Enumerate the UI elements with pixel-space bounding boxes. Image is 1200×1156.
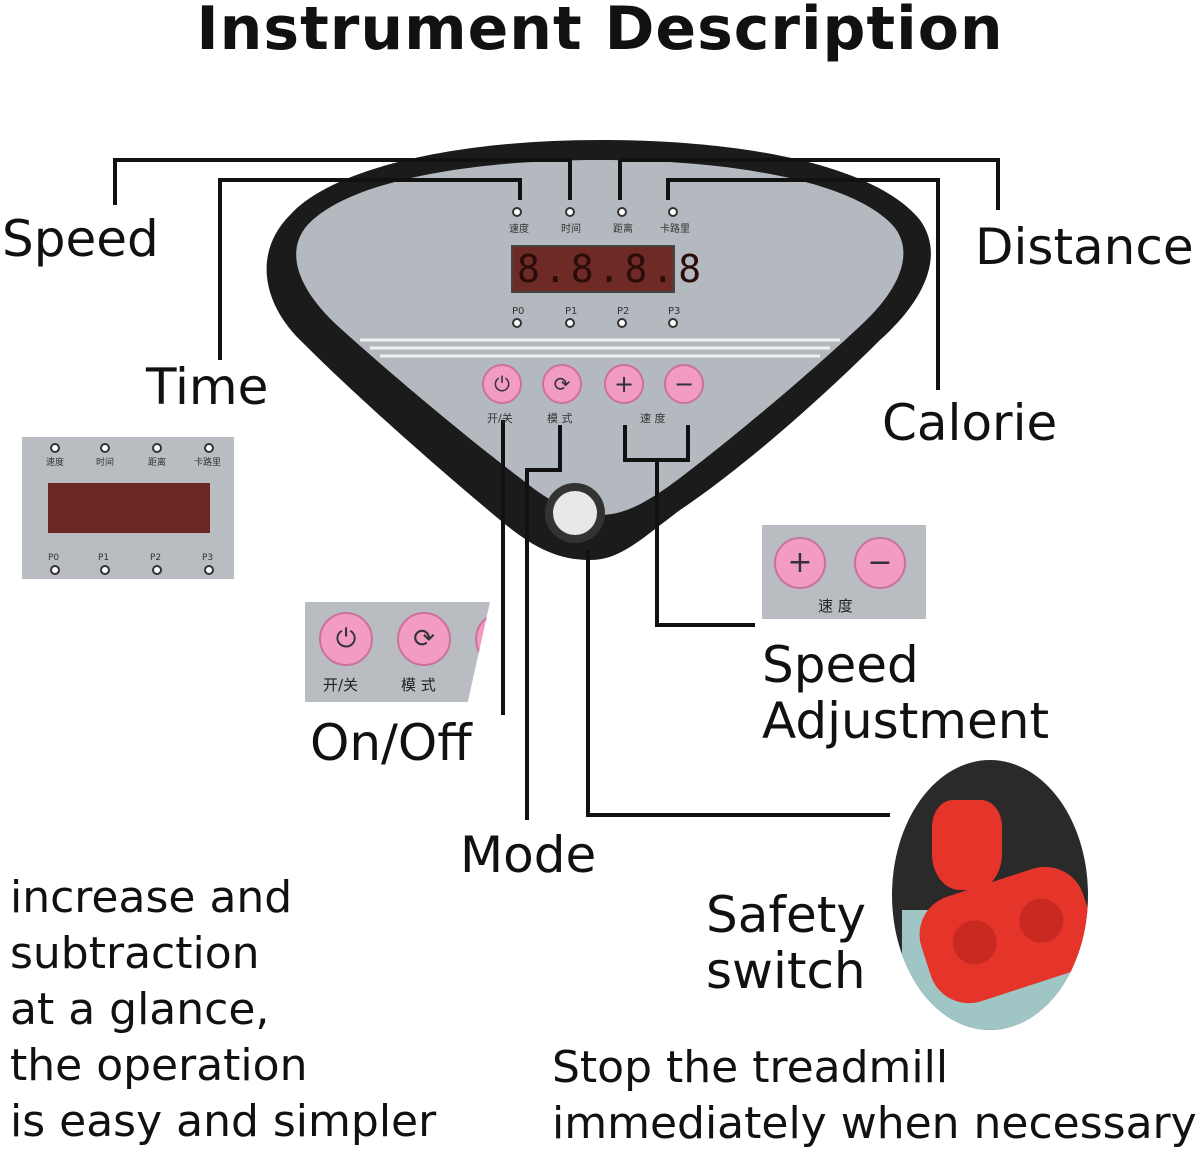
safety-key-hole-2: [1013, 892, 1069, 949]
inset-mode-icon: ⟳: [413, 624, 435, 654]
label-time: Time: [146, 358, 269, 416]
power-caption: 开/关: [487, 412, 513, 425]
led-p3: [668, 318, 678, 328]
inset-power-button: ⏻: [319, 612, 373, 666]
inset-label-calorie: 卡路里: [194, 458, 222, 468]
safety-key-photo: [892, 760, 1088, 1030]
inset-led-p2: [152, 565, 162, 575]
led-p1: [565, 318, 575, 328]
inset-onoff-caption: 开/关: [323, 676, 359, 694]
inset-label-p1: P1: [98, 553, 110, 563]
leader-lines: [113, 158, 1000, 820]
console-display: [511, 245, 675, 293]
inset-led-speed: [50, 443, 60, 453]
led-distance: [617, 207, 627, 217]
inset-speed-caption: 速 度: [818, 597, 853, 615]
page-title: Instrument Description: [196, 0, 1004, 64]
speed-plus-button[interactable]: +: [604, 364, 644, 404]
speed-buttons-inset: + − 速 度: [762, 525, 926, 619]
label-on-off: On/Off: [310, 714, 472, 772]
inset-led-p0: [50, 565, 60, 575]
label-speed: Speed: [2, 210, 159, 268]
power-button[interactable]: ⏻: [482, 364, 522, 404]
label-safety-2: switch: [706, 942, 866, 1000]
led-time: [565, 207, 575, 217]
label-distance: Distance: [975, 218, 1194, 276]
program-label-p1: P1: [565, 306, 578, 317]
led-calorie: [668, 207, 678, 217]
safety-description: Stop the treadmill immediately when nece…: [552, 1040, 1197, 1152]
inset-minus-icon: −: [867, 545, 893, 580]
inset-led-distance: [152, 443, 162, 453]
led-p2: [617, 318, 627, 328]
speed-minus-button[interactable]: −: [664, 364, 704, 404]
description-line: at a glance,: [10, 984, 270, 1035]
led-label-calorie: 卡路里: [660, 224, 690, 235]
inset-label-speed: 速度: [46, 458, 65, 468]
mode-caption: 模 式: [547, 412, 573, 425]
safety-key-hole-1: [946, 914, 1003, 971]
program-label-p3: P3: [668, 306, 681, 317]
safety-key-clip: [932, 800, 1002, 890]
inset-label-time: 时间: [96, 458, 115, 468]
led-label-distance: 距离: [613, 224, 633, 235]
treadmill-console: [266, 140, 931, 560]
power-mode-inset: ⏻ ⟳ 开/关 模 式: [305, 602, 490, 702]
led-label-time: 时间: [561, 224, 581, 235]
safety-description-line: immediately when necessary: [552, 1098, 1197, 1149]
inset-plus-icon: +: [787, 545, 813, 580]
mode-button[interactable]: ⟳: [542, 364, 582, 404]
power-icon: ⏻: [494, 372, 510, 396]
program-label-p2: P2: [617, 306, 630, 317]
inset-minus-button: −: [854, 537, 906, 589]
label-mode: Mode: [460, 826, 597, 884]
safety-description-line: Stop the treadmill: [552, 1042, 949, 1093]
inset-led-calorie: [204, 443, 214, 453]
minus-icon: −: [673, 370, 695, 398]
inset-label-p3: P3: [202, 553, 214, 563]
display-closeup-inset: 速度 时间 距离 卡路里 P0 P1 P2 P3: [22, 437, 234, 579]
led-speed: [512, 207, 522, 217]
description-line: the operation: [10, 1040, 308, 1091]
inset-label-p2: P2: [150, 553, 162, 563]
display-readout: 8.8.8.8: [517, 247, 706, 291]
label-speed-adjustment-1: Speed: [762, 636, 919, 694]
inset-label-distance: 距离: [148, 458, 167, 468]
label-calorie: Calorie: [882, 394, 1058, 452]
console-face: [296, 160, 904, 515]
inset-led-p1: [100, 565, 110, 575]
description-line: subtraction: [10, 928, 260, 979]
inset-display: [48, 483, 210, 533]
mode-cycle-icon: ⟳: [553, 372, 571, 396]
inset-mode-button: ⟳: [397, 612, 451, 666]
inset-label-p0: P0: [48, 553, 60, 563]
led-label-speed: 速度: [509, 224, 529, 235]
led-p0: [512, 318, 522, 328]
inset-mode-caption: 模 式: [401, 676, 436, 694]
speed-caption: 速 度: [640, 412, 666, 425]
safety-socket-cap: [553, 491, 597, 535]
label-safety-1: Safety: [706, 886, 866, 944]
program-label-p0: P0: [512, 306, 525, 317]
label-speed-adjustment-2: Adjustment: [762, 692, 1050, 750]
inset-plus-button: +: [774, 537, 826, 589]
inset-led-p3: [204, 565, 214, 575]
description-line: increase and: [10, 872, 293, 923]
inset-led-time: [100, 443, 110, 453]
inset-power-icon: ⏻: [335, 624, 357, 654]
ease-of-use-description: increase and subtraction at a glance, th…: [10, 870, 436, 1150]
description-line: is easy and simpler: [10, 1096, 437, 1147]
plus-icon: +: [613, 370, 635, 398]
